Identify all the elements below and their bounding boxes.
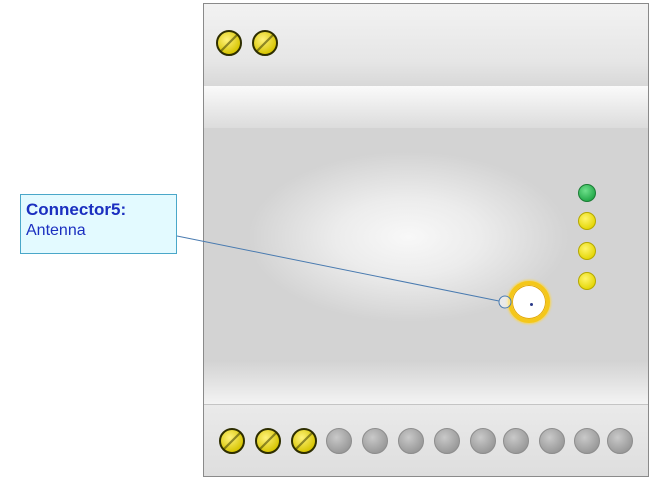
antenna-connector-center <box>530 303 533 306</box>
device-top-shadow <box>204 86 648 128</box>
bottom-terminal-screw-unused <box>574 428 600 454</box>
antenna-connector[interactable] <box>508 281 550 323</box>
status-led-green <box>578 184 596 202</box>
device-top-band <box>204 4 648 86</box>
status-led-yellow <box>578 272 596 290</box>
bottom-terminal-screw-unused <box>326 428 352 454</box>
connector-callout: Connector5: Antenna <box>20 194 177 254</box>
bottom-terminal-screw-unused <box>539 428 565 454</box>
device-body <box>203 3 649 477</box>
bottom-terminal-screw-unused <box>607 428 633 454</box>
bottom-terminal-screw-unused <box>434 428 460 454</box>
bottom-terminal-screw-unused <box>503 428 529 454</box>
status-led-yellow <box>578 242 596 260</box>
status-led-yellow <box>578 212 596 230</box>
callout-title: Connector5: <box>26 200 127 219</box>
bottom-terminal-screw-unused <box>362 428 388 454</box>
top-terminal-screw <box>252 30 278 56</box>
callout-description: Antenna <box>26 222 86 239</box>
bottom-terminal-screw <box>255 428 281 454</box>
bottom-terminal-screw-unused <box>398 428 424 454</box>
bottom-terminal-screw <box>291 428 317 454</box>
bottom-terminal-screw <box>219 428 245 454</box>
top-terminal-screw <box>216 30 242 56</box>
device-lower-band <box>204 360 648 404</box>
bottom-terminal-screw-unused <box>470 428 496 454</box>
